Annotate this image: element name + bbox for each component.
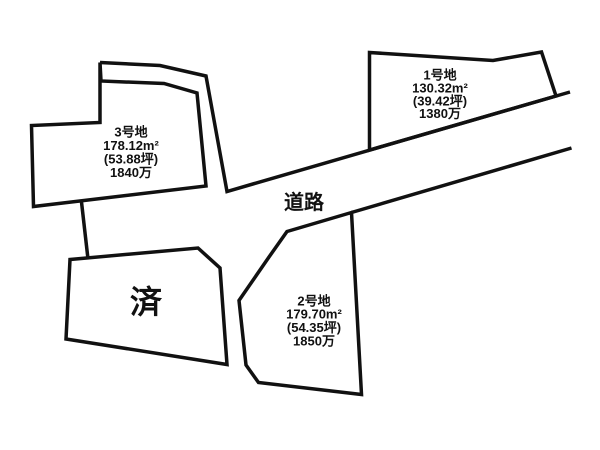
parcel3-price: 1840万 [110, 165, 152, 180]
parcel3-label-group: 3号地 178.12m² (53.88坪) 1840万 [103, 125, 159, 181]
parcel2-name: 2号地 [297, 294, 330, 309]
parcel1-outline [367, 50, 559, 153]
parcel3-area: 178.12m² [103, 138, 159, 153]
parcel2-price: 1850万 [293, 334, 335, 349]
block-outer-boundary-and-road-upper-edge-line [99, 60, 571, 194]
road-label: 道路 [284, 190, 325, 214]
parcel2-outline [237, 210, 364, 397]
boundary-spur-line [79, 201, 90, 260]
road-lower-edge-line [351, 146, 572, 215]
parcel1-label-group: 1号地 130.32m² (39.42坪) 1380万 [412, 68, 468, 122]
parcel2-tsubo: (54.35坪) [287, 320, 341, 335]
parcel1-area: 130.32m² [412, 81, 468, 96]
parcel3-name: 3号地 [114, 125, 147, 140]
sold-label: 済 [130, 284, 163, 320]
parcel3-tsubo: (53.88坪) [104, 152, 158, 167]
parcel2-area: 179.70m² [286, 307, 342, 322]
parcel3-outline [29, 62, 208, 209]
parcel1-price: 1380万 [419, 106, 461, 121]
parcel2-label-group: 2号地 179.70m² (54.35坪) 1850万 [286, 294, 342, 349]
parcel1-name: 1号地 [423, 68, 456, 83]
parcel1-tsubo: (39.42坪) [413, 94, 467, 109]
sold-parcel-outline [64, 246, 229, 367]
